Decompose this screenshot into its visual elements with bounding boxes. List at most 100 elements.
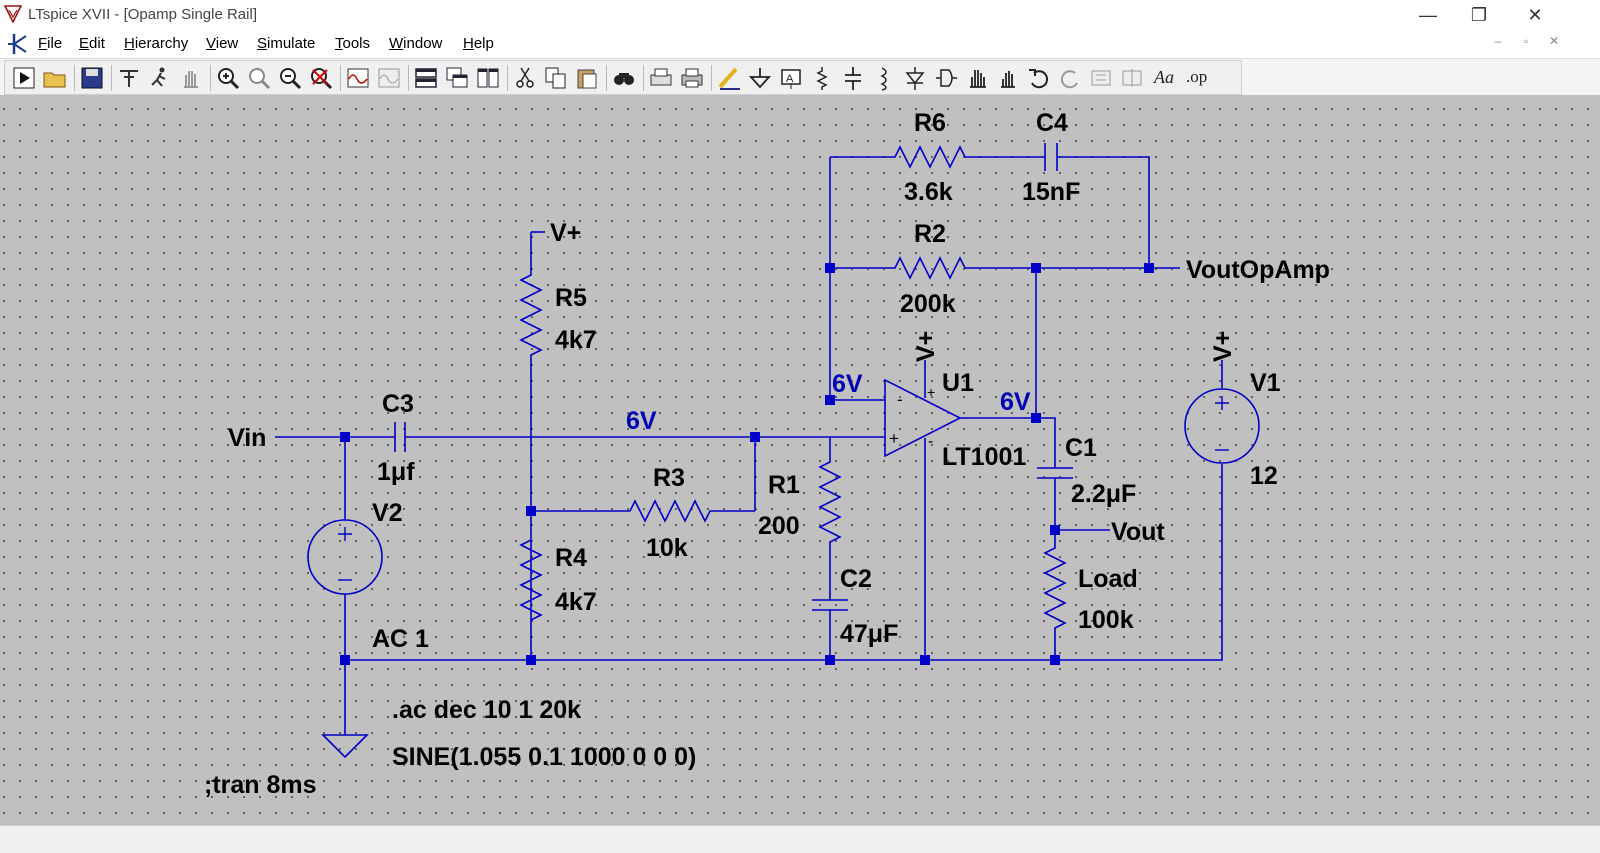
menu-tools[interactable]: Tools — [335, 35, 370, 52]
undo-icon[interactable] — [1026, 65, 1052, 91]
schematic-canvas[interactable]: - + + - R6 3.6k C4 15nF R2 200k VoutOpAm… — [0, 95, 1600, 825]
rotate-icon[interactable] — [1088, 65, 1114, 91]
menu-edit-key: E — [79, 35, 90, 52]
menu-help-key: H — [463, 35, 474, 52]
r3-ref[interactable]: R3 — [653, 464, 685, 492]
c2-value[interactable]: 47μF — [840, 620, 898, 648]
menu-bar: File Edit Hierarchy View Simulate Tools … — [0, 30, 1600, 58]
restore-button[interactable]: ❐ — [1470, 5, 1488, 25]
tran-directive-comment[interactable]: ;tran 8ms — [204, 771, 317, 799]
tile-horizontal-icon[interactable] — [413, 65, 439, 91]
menu-view[interactable]: View — [206, 35, 238, 52]
resistor-icon[interactable] — [809, 65, 835, 91]
inductor-icon[interactable] — [871, 65, 897, 91]
save-icon[interactable] — [79, 65, 105, 91]
menu-help[interactable]: Help — [463, 35, 494, 52]
move-icon[interactable] — [964, 65, 990, 91]
spice-directive-button[interactable]: .op — [1186, 67, 1208, 86]
waveform-grey-icon[interactable] — [376, 65, 402, 91]
r5-value[interactable]: 4k7 — [555, 326, 597, 354]
opamp-inv-sign: - — [897, 390, 903, 409]
cut-icon[interactable] — [512, 65, 538, 91]
text-tool-button[interactable]: Aa — [1154, 67, 1174, 87]
draw-wire-icon[interactable] — [716, 65, 742, 91]
zoom-full-icon[interactable] — [246, 65, 272, 91]
print-icon[interactable] — [679, 65, 705, 91]
redo-icon[interactable] — [1057, 65, 1083, 91]
menu-hierarchy[interactable]: Hierarchy — [124, 35, 188, 52]
close-button[interactable]: ✕ — [1527, 5, 1543, 25]
copy-icon[interactable] — [543, 65, 569, 91]
c4-ref[interactable]: C4 — [1036, 109, 1068, 137]
label-net-icon[interactable]: A — [778, 65, 804, 91]
drag-icon[interactable] — [995, 65, 1021, 91]
run-icon[interactable] — [11, 65, 37, 91]
menu-tools-label: ools — [342, 35, 371, 52]
mdi-restore-button[interactable]: ▫ — [1523, 34, 1529, 48]
opamp-vpos-sign: + — [927, 384, 935, 400]
control-panel-icon[interactable] — [116, 65, 142, 91]
menu-file[interactable]: File — [38, 35, 62, 52]
paste-icon[interactable] — [574, 65, 600, 91]
c4-value[interactable]: 15nF — [1022, 178, 1080, 206]
r3-value[interactable]: 10k — [646, 534, 688, 562]
u1-value[interactable]: LT1001 — [942, 443, 1026, 471]
mirror-icon[interactable] — [1119, 65, 1145, 91]
run-man-icon[interactable] — [147, 65, 173, 91]
c1-ref[interactable]: C1 — [1065, 434, 1097, 462]
menu-simulate[interactable]: Simulate — [257, 35, 315, 52]
ac-directive[interactable]: .ac dec 10 1 20k — [392, 696, 581, 724]
r5-ref[interactable]: R5 — [555, 284, 587, 312]
v1-value[interactable]: 12 — [1250, 462, 1278, 490]
print-preview-icon[interactable] — [648, 65, 674, 91]
zoom-out-icon[interactable] — [277, 65, 303, 91]
zoom-cancel-icon[interactable] — [308, 65, 334, 91]
r2-value[interactable]: 200k — [900, 290, 956, 318]
open-icon[interactable] — [42, 65, 68, 91]
mdi-minimize-button[interactable]: – — [1494, 34, 1502, 48]
menu-window[interactable]: Window — [389, 35, 442, 52]
waveform-icon[interactable] — [345, 65, 371, 91]
tile-vertical-icon[interactable] — [475, 65, 501, 91]
r4-value[interactable]: 4k7 — [555, 588, 597, 616]
c1-value[interactable]: 2.2μF — [1071, 480, 1136, 508]
component-icon[interactable] — [933, 65, 959, 91]
u1-ref[interactable]: U1 — [942, 369, 974, 397]
diode-icon[interactable] — [902, 65, 928, 91]
net-vplus-u1-label[interactable]: V+ — [912, 331, 940, 362]
r1-ref[interactable]: R1 — [768, 471, 800, 499]
net-voutopamp-label[interactable]: VoutOpAmp — [1186, 256, 1330, 284]
r6-ref[interactable]: R6 — [914, 109, 946, 137]
load-ref[interactable]: Load — [1078, 565, 1138, 593]
voltage-inv-input: 6V — [832, 370, 863, 398]
net-vin-label[interactable]: Vin — [228, 424, 266, 452]
net-vplus-v1-label[interactable]: V+ — [1209, 331, 1237, 362]
mdi-close-button[interactable]: ✕ — [1548, 34, 1560, 48]
sine-source-value[interactable]: SINE(1.055 0.1 1000 0 0 0) — [392, 743, 696, 771]
find-icon[interactable] — [611, 65, 637, 91]
r6-value[interactable]: 3.6k — [904, 178, 953, 206]
cascade-icon[interactable] — [444, 65, 470, 91]
v2-value[interactable]: AC 1 — [372, 625, 429, 653]
c2-ref[interactable]: C2 — [840, 565, 872, 593]
r1-value[interactable]: 200 — [758, 512, 800, 540]
pan-hand-icon[interactable] — [178, 65, 204, 91]
load-value[interactable]: 100k — [1078, 606, 1134, 634]
schematic-doc-icon[interactable] — [6, 32, 28, 56]
minimize-button[interactable]: — — [1419, 5, 1437, 25]
capacitor-icon[interactable] — [840, 65, 866, 91]
zoom-in-icon[interactable] — [215, 65, 241, 91]
c3-ref[interactable]: C3 — [382, 390, 414, 418]
v2-ref[interactable]: V2 — [372, 499, 403, 527]
menu-edit[interactable]: Edit — [79, 35, 105, 52]
menu-tools-key: T — [335, 35, 343, 52]
r2-ref[interactable]: R2 — [914, 220, 946, 248]
r4-ref[interactable]: R4 — [555, 544, 587, 572]
c3-value[interactable]: 1μf — [377, 458, 415, 486]
ltspice-app-icon — [4, 5, 22, 23]
svg-text:A: A — [786, 73, 794, 85]
net-vplus-r5-label[interactable]: V+ — [550, 219, 581, 247]
net-vout-label[interactable]: Vout — [1111, 518, 1165, 546]
v1-ref[interactable]: V1 — [1250, 369, 1281, 397]
ground-icon[interactable] — [747, 65, 773, 91]
